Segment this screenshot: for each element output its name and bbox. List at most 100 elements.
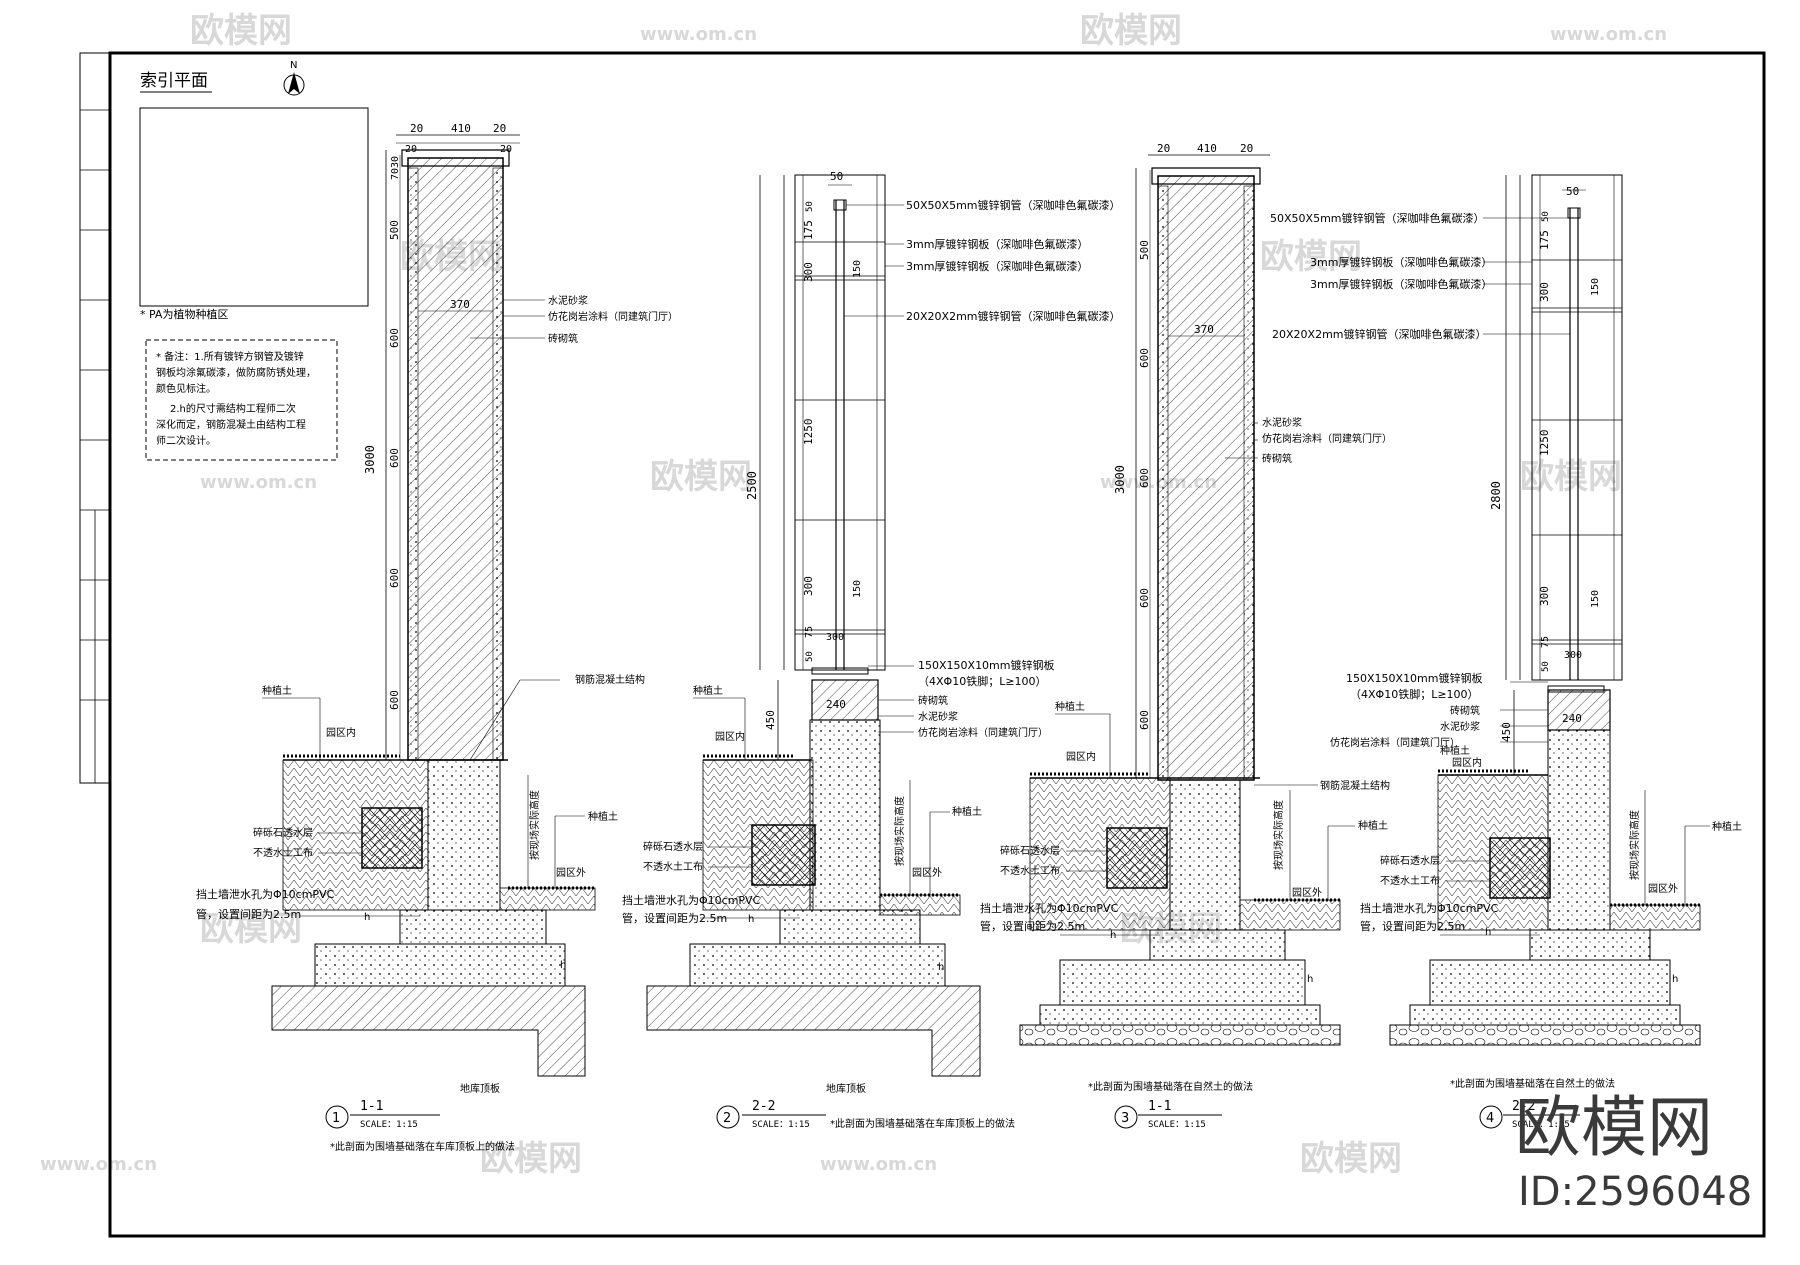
footing-top — [779, 909, 921, 945]
dim-v: 300 — [802, 262, 815, 282]
label: 砖砌筑 — [918, 694, 948, 707]
label: 挡土墙泄水孔为Φ10cmPVC — [1360, 901, 1499, 915]
label: 仿花岗岩涂料（同建筑门厅） — [548, 310, 678, 323]
note-line: 2.h的尺寸需结构工程师二次 — [170, 402, 296, 415]
dim-v: 50 — [1541, 661, 1551, 672]
section-note: *此剖面为围墙基础落在自然土的做法 — [1088, 1080, 1253, 1093]
section-number-circle — [325, 1105, 349, 1129]
dim-v: 600 — [1138, 348, 1151, 368]
section-1: 20 410 20 20 20 370 30 70 500 600 600 60… — [196, 122, 678, 1153]
gravel-layer — [1489, 837, 1551, 899]
index-plan-box — [139, 107, 369, 307]
cushion — [1409, 1004, 1681, 1026]
planting-soil-right — [1609, 904, 1701, 931]
steel-post-cap — [1567, 207, 1581, 219]
section-3: 20 410 20 370 500 600 600 600 600 3000 水… — [980, 142, 1392, 1130]
dim-v: 175 — [802, 220, 815, 240]
footing — [1429, 959, 1671, 1006]
dim-300: 300 — [826, 632, 844, 643]
planting-soil-right — [879, 894, 961, 916]
label: 砖砌筑 — [1450, 704, 1480, 717]
index-plan: 索引平面 N * PA为植物种植区 * 备注：1.所有镀锌方钢管及镀锌 钢板均涂… — [139, 60, 369, 461]
garage-roof-slab — [271, 985, 586, 1077]
watermark-brand: 欧模网 — [1515, 1089, 1713, 1166]
note-line: 深化而定，钢筋混凝土由结构工程 — [156, 418, 306, 431]
dim-top: 410 — [1197, 142, 1217, 155]
cushion — [1039, 1004, 1321, 1026]
dim-v: 600 — [388, 568, 401, 588]
label: 150X150X10mm镀锌钢板 — [1346, 671, 1483, 685]
label: 3mm厚镀锌钢板（深咖啡色氟碳漆） — [1310, 277, 1492, 291]
dim-v: 450 — [1500, 722, 1513, 742]
section-number-circle — [716, 1105, 740, 1129]
label: h — [1307, 974, 1313, 985]
label: 20X20X2mm镀锌钢管（深咖啡色氟碳漆） — [906, 309, 1121, 323]
watermark-brand-faint: 欧模网 — [650, 457, 752, 497]
dim-v: 75 — [804, 626, 815, 638]
label: 园区外 — [1648, 883, 1678, 895]
label: 仿花岗岩涂料（同建筑门厅） — [1330, 736, 1460, 749]
dim-v: 2800 — [1489, 481, 1503, 510]
gravel-base — [1019, 1024, 1341, 1046]
footing — [314, 943, 566, 987]
watermark-brand-faint: 欧模网 — [480, 1139, 582, 1179]
dim-v: 50 — [805, 201, 815, 212]
label: 种植土 — [1712, 820, 1742, 833]
label: 钢筋混凝土结构 — [1320, 779, 1390, 792]
fence-frame — [1531, 174, 1623, 681]
dim-v: 175 — [1538, 230, 1551, 250]
dim-v: 500 — [388, 220, 401, 240]
section-scale: SCALE：1:15 — [360, 1120, 418, 1130]
watermark-site-faint: www.om.cn — [200, 472, 317, 493]
dim-top: 20 — [493, 122, 506, 135]
retaining-wall — [809, 719, 881, 911]
footing-top — [1149, 929, 1286, 961]
label: 园区内 — [715, 730, 745, 743]
label: 水泥砂浆 — [548, 294, 588, 307]
note-line: 师二次设计。 — [156, 434, 216, 447]
label: 仿花岗岩涂料（同建筑门厅） — [1262, 432, 1392, 445]
dim-top: 410 — [451, 122, 471, 135]
label: 按现场实际高度 — [528, 790, 541, 860]
label: （4XΦ10铁脚；L≥100） — [918, 674, 1047, 688]
dim-top: 20 — [410, 122, 423, 135]
index-plan-title: 索引平面 — [140, 71, 208, 91]
label: 不透水土工布 — [643, 860, 703, 873]
label: 50X50X5mm镀锌钢管（深咖啡色氟碳漆） — [906, 198, 1121, 212]
label: 园区内 — [326, 726, 356, 739]
mortar-left — [1157, 185, 1169, 781]
label: h — [938, 962, 944, 973]
dim-v: 300 — [1538, 586, 1551, 606]
dim-370: 370 — [1194, 323, 1214, 336]
watermark-brand-faint: 欧模网 — [1520, 457, 1622, 497]
svg-text:N: N — [290, 60, 297, 71]
dim-v: 600 — [388, 690, 401, 710]
dim-v: 150 — [1590, 590, 1601, 608]
label: 园区外 — [556, 867, 586, 879]
gravel-layer — [1106, 827, 1168, 889]
title-strip-cells — [80, 109, 110, 783]
garage-roof-slab — [646, 985, 981, 1077]
gravel-layer — [751, 824, 816, 886]
watermark-site-faint: www.om.cn — [1550, 24, 1667, 45]
label: 种植土 — [262, 684, 292, 697]
footing-top — [399, 909, 547, 945]
dim-v: 1250 — [1538, 430, 1551, 457]
section-2: 50 175 50 300 1250 300 75 50 2500 450 15… — [622, 170, 1121, 1130]
label: 碎砾石透水层 — [253, 826, 313, 839]
label: 3mm厚镀锌钢板（深咖啡色氟碳漆） — [1310, 255, 1492, 269]
label: 管，设置间距为2.5m — [622, 911, 727, 925]
wall-column — [1157, 175, 1255, 781]
section-number: 2 — [723, 1111, 731, 1126]
dim-v: 150 — [1590, 278, 1601, 296]
label: 水泥砂浆 — [1262, 416, 1302, 429]
north-arrow-icon: N — [283, 60, 305, 96]
label: 种植土 — [588, 810, 618, 823]
dim-v: 600 — [388, 448, 401, 468]
label: 不透水土工布 — [253, 846, 313, 859]
footing-top — [1529, 929, 1651, 961]
label: 水泥砂浆 — [918, 710, 958, 723]
label: 钢筋混凝土结构 — [575, 673, 645, 686]
gravel-layer — [361, 807, 423, 869]
